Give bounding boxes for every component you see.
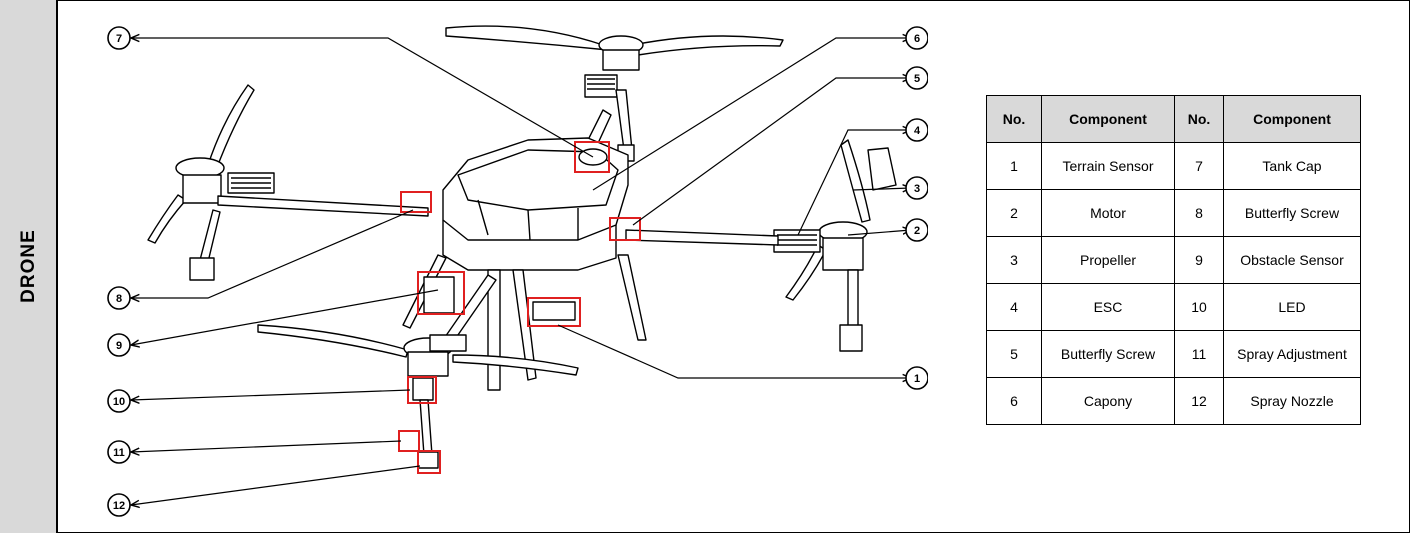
cell-component: ESC — [1041, 283, 1175, 331]
leader-9 — [131, 289, 439, 345]
svg-text:10: 10 — [113, 396, 125, 408]
callout-1: 1 — [905, 366, 928, 390]
callout-2: 2 — [905, 218, 928, 242]
callout-6: 6 — [905, 26, 928, 50]
cell-no: 7 — [1174, 142, 1224, 190]
header-no-1: No. — [986, 95, 1042, 143]
svg-text:7: 7 — [116, 33, 122, 45]
table-row: 5 Butterfly Screw 11 Spray Adjustment — [986, 330, 1361, 378]
callouts: 7 6 5 4 3 2 1 8 9 10 11 12 — [107, 26, 928, 517]
leader-8 — [131, 209, 414, 298]
highlight-butterfly-screw-left — [400, 191, 432, 213]
svg-text:3: 3 — [914, 183, 920, 195]
cell-component: LED — [1223, 283, 1361, 331]
cell-component: Obstacle Sensor — [1223, 236, 1361, 284]
cell-no: 9 — [1174, 236, 1224, 284]
leader-3 — [852, 188, 911, 190]
table-row: 1 Terrain Sensor 7 Tank Cap — [986, 142, 1361, 190]
callout-12: 12 — [107, 493, 131, 517]
callout-9: 9 — [107, 333, 131, 357]
cell-no: 12 — [1174, 377, 1224, 425]
callout-10: 10 — [107, 389, 131, 413]
leader-12 — [131, 465, 421, 505]
cell-component: Motor — [1041, 189, 1175, 237]
highlight-tank-cap — [574, 141, 610, 173]
cell-no: 6 — [986, 377, 1042, 425]
highlight-spray-nozzle — [417, 450, 441, 474]
cell-no: 1 — [986, 142, 1042, 190]
highlight-terrain-sensor — [527, 297, 581, 327]
svg-text:2: 2 — [914, 225, 920, 237]
svg-text:9: 9 — [116, 340, 122, 352]
cell-no: 5 — [986, 330, 1042, 378]
cell-component: Butterfly Screw — [1041, 330, 1175, 378]
table-header-row: No. Component No. Component — [986, 95, 1361, 143]
drone-diagram: 7 6 5 4 3 2 1 8 9 10 11 12 — [107, 25, 928, 517]
highlight-spray-adjustment — [398, 430, 420, 452]
cell-no: 3 — [986, 236, 1042, 284]
callout-4: 4 — [905, 118, 928, 142]
leader-2 — [847, 230, 911, 236]
cell-no: 10 — [1174, 283, 1224, 331]
leader-7 — [131, 38, 594, 158]
cell-component: Butterfly Screw — [1223, 189, 1361, 237]
side-bar: DRONE — [0, 0, 58, 533]
leader-4 — [797, 130, 911, 236]
cell-no: 2 — [986, 189, 1042, 237]
cell-no: 11 — [1174, 330, 1224, 378]
table-row: 2 Motor 8 Butterfly Screw — [986, 189, 1361, 237]
table-row: 3 Propeller 9 Obstacle Sensor — [986, 236, 1361, 284]
callout-5: 5 — [905, 66, 928, 90]
cell-component: Terrain Sensor — [1041, 142, 1175, 190]
highlight-butterfly-screw-right — [609, 217, 641, 241]
cell-component: Spray Adjustment — [1223, 330, 1361, 378]
svg-text:8: 8 — [116, 293, 122, 305]
leader-1 — [557, 324, 911, 378]
svg-text:6: 6 — [914, 33, 920, 45]
callout-3: 3 — [905, 176, 928, 200]
components-table: No. Component No. Component 1 Terrain Se… — [986, 95, 1361, 425]
leader-10 — [131, 389, 411, 400]
svg-text:1: 1 — [914, 373, 920, 385]
header-component-2: Component — [1223, 95, 1361, 143]
cell-component: Spray Nozzle — [1223, 377, 1361, 425]
cell-no: 4 — [986, 283, 1042, 331]
header-component-1: Component — [1041, 95, 1175, 143]
leader-lines — [131, 38, 911, 505]
svg-text:5: 5 — [914, 73, 920, 85]
side-label: DRONE — [18, 229, 39, 303]
leader-11 — [131, 440, 402, 452]
leader-6 — [592, 38, 911, 191]
svg-text:12: 12 — [113, 500, 125, 512]
cell-component: Propeller — [1041, 236, 1175, 284]
svg-text:11: 11 — [113, 447, 125, 459]
leader-5 — [632, 78, 911, 226]
callout-11: 11 — [107, 440, 131, 464]
cell-component: Tank Cap — [1223, 142, 1361, 190]
drone-drawing — [147, 25, 897, 469]
cell-no: 8 — [1174, 189, 1224, 237]
table-row: 6 Capony 12 Spray Nozzle — [986, 377, 1361, 425]
svg-text:4: 4 — [914, 125, 921, 137]
callout-8: 8 — [107, 286, 131, 310]
header-no-2: No. — [1174, 95, 1224, 143]
cell-component: Capony — [1041, 377, 1175, 425]
callout-7: 7 — [107, 26, 131, 50]
table-row: 4 ESC 10 LED — [986, 283, 1361, 331]
